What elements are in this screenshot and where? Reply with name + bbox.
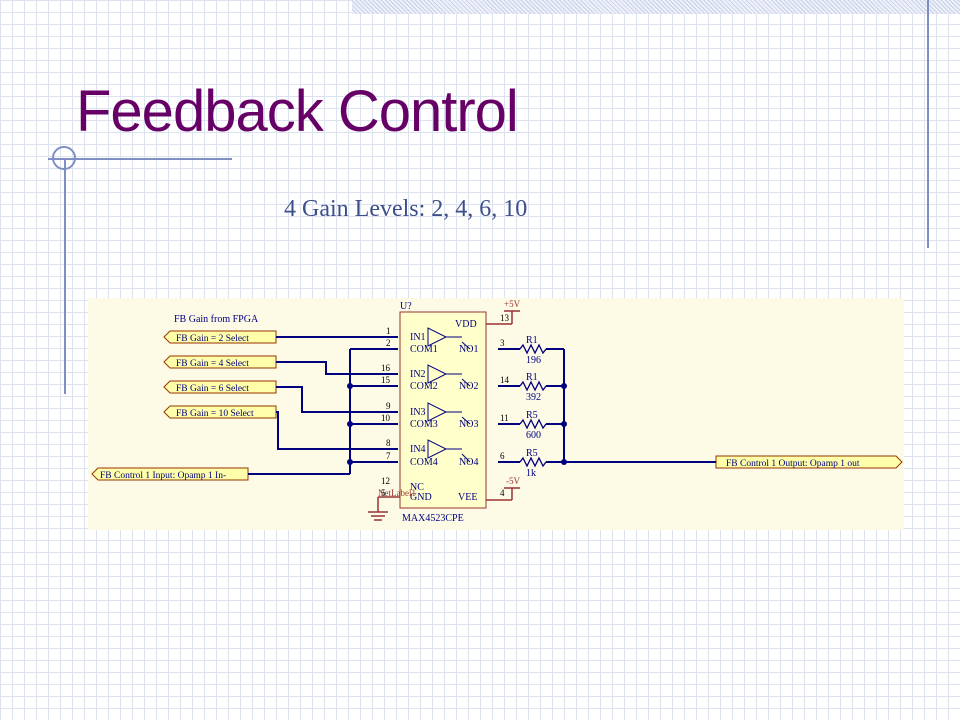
opamp-input-label: FB Control 1 Input: Opamp 1 In- (100, 471, 226, 481)
chip-pin-label: IN2 (410, 369, 426, 380)
input-port-gain-10: FB Gain = 10 Select (163, 405, 277, 419)
resistor-ref: R1 (526, 335, 538, 346)
opamp-input-port: FB Control 1 Input: Opamp 1 In- (91, 467, 249, 481)
pin-number: 11 (500, 413, 509, 423)
chip-gnd-label: GND (410, 492, 432, 503)
title-underline (48, 158, 232, 160)
chip-part: MAX4523CPE (402, 513, 464, 524)
slide-subtitle: 4 Gain Levels: 2, 4, 6, 10 (284, 196, 528, 222)
right-decorative-line (927, 0, 929, 248)
input-port-label: FB Gain = 4 Select (176, 359, 249, 369)
positive-supply-label: +5V (504, 299, 521, 309)
chip-pin-label: COM1 (410, 344, 438, 355)
pin-number: 6 (500, 451, 505, 461)
netlabel: NetLabel1 (378, 488, 416, 498)
top-decorative-band (352, 0, 960, 14)
output-port-label: FB Control 1 Output: Opamp 1 out (726, 459, 860, 469)
section-label: FB Gain from FPGA (174, 314, 259, 325)
input-port-gain-6: FB Gain = 6 Select (163, 380, 277, 394)
left-decorative-line (64, 158, 66, 394)
input-port-label: FB Gain = 6 Select (176, 384, 249, 394)
resistor-ref: R5 (526, 410, 538, 421)
chip-vee-label: VEE (458, 492, 477, 503)
wires (248, 336, 716, 475)
pin-number: 1 (386, 326, 391, 336)
pin-number: 4 (500, 488, 505, 498)
pin-number: 7 (386, 451, 391, 461)
chip-pin-label: NO1 (459, 344, 478, 355)
pin-number: 13 (500, 313, 510, 323)
pin-number: 2 (386, 338, 391, 348)
pin-number: 10 (381, 413, 391, 423)
chip-pin-label: COM4 (410, 457, 438, 468)
input-port-gain-4: FB Gain = 4 Select (163, 355, 277, 369)
chip-pin-label: IN3 (410, 407, 426, 418)
resistor-value: 600 (526, 430, 541, 441)
resistor-ref: R5 (526, 448, 538, 459)
resistor-value: 392 (526, 392, 541, 403)
chip-pin-label: NO4 (459, 457, 478, 468)
resistor-r5-1k: R5 1k (526, 448, 538, 479)
schematic-diagram: FB Gain from FPGA FB Gain = 2 Select FB … (88, 298, 904, 530)
resistor-r1-392: R1 392 (526, 372, 541, 403)
resistor-ref: R1 (526, 372, 538, 383)
pin-number: 5 (381, 488, 386, 498)
chip-pin-label: COM2 (410, 381, 438, 392)
chip-nc-label: NC (410, 482, 424, 493)
junctions (347, 383, 567, 465)
negative-supply-label: -5V (506, 476, 520, 486)
decorative-circle (52, 146, 76, 170)
resistor-value: 196 (526, 355, 541, 366)
pin-number: 14 (500, 375, 510, 385)
input-port-label: FB Gain = 2 Select (176, 334, 249, 344)
pin-number: 12 (381, 476, 390, 486)
pin-number: 15 (381, 375, 391, 385)
supply-lines (368, 310, 520, 521)
chip-ref: U? (400, 301, 412, 312)
slide-title: Feedback Control (76, 79, 519, 144)
pin-number: 9 (386, 401, 391, 411)
chip-pin-label: IN1 (410, 332, 426, 343)
switch-ic: U? MAX4523CPE VDD VEE NC GND IN1 COM1 IN… (381, 301, 510, 524)
chip-pin-label: NO2 (459, 381, 478, 392)
pin-number: 8 (386, 438, 391, 448)
input-port-gain-2: FB Gain = 2 Select (163, 330, 277, 344)
resistor-r1-196: R1 196 (526, 335, 541, 366)
chip-pin-label: IN4 (410, 444, 426, 455)
chip-pin-label: COM3 (410, 419, 438, 430)
chip-vdd-label: VDD (455, 319, 477, 330)
resistor-r5-600: R5 600 (526, 410, 541, 441)
chip-pin-label: NO3 (459, 419, 478, 430)
input-port-label: FB Gain = 10 Select (176, 409, 254, 419)
resistor-value: 1k (526, 468, 536, 479)
resistors (519, 343, 547, 468)
pin-number: 3 (500, 338, 505, 348)
pin-number: 16 (381, 363, 391, 373)
output-port: FB Control 1 Output: Opamp 1 out (715, 455, 903, 469)
